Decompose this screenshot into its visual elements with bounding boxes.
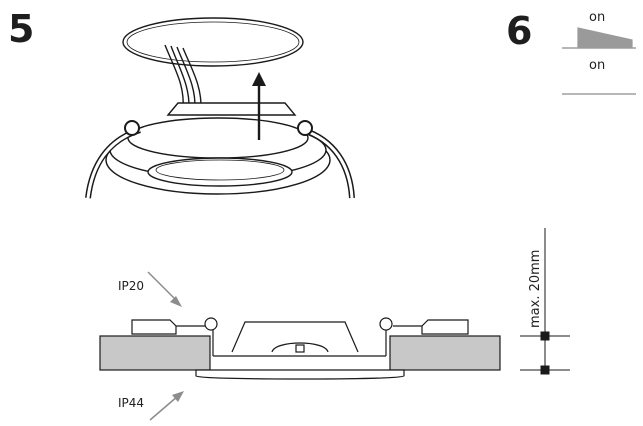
step-number-6: 6 (506, 9, 533, 53)
section-view (99, 317, 501, 380)
section-clip-right (421, 319, 469, 335)
ip20-arrow (147, 271, 179, 303)
step6-switch (562, 27, 636, 95)
ip44-arrow (149, 395, 179, 421)
switch-wedge (577, 27, 633, 49)
ip-arrows (147, 271, 184, 421)
ceiling-board-right (389, 335, 501, 371)
ip20-label: IP20 (118, 279, 145, 293)
section-clip-left (131, 319, 177, 335)
section-housing (231, 321, 359, 353)
switch-label-bottom: on (589, 58, 606, 73)
ceiling-board-left (99, 335, 211, 371)
step5-illustration (85, 17, 355, 199)
switch-label-top: on (589, 10, 606, 25)
dimension-marker (520, 228, 570, 375)
ceiling-cutout-disc (122, 17, 304, 67)
section-trim (195, 369, 405, 380)
ip44-label: IP44 (118, 396, 145, 410)
step-number-5: 5 (8, 7, 35, 51)
driver-housing (166, 102, 297, 116)
lens (147, 157, 293, 187)
